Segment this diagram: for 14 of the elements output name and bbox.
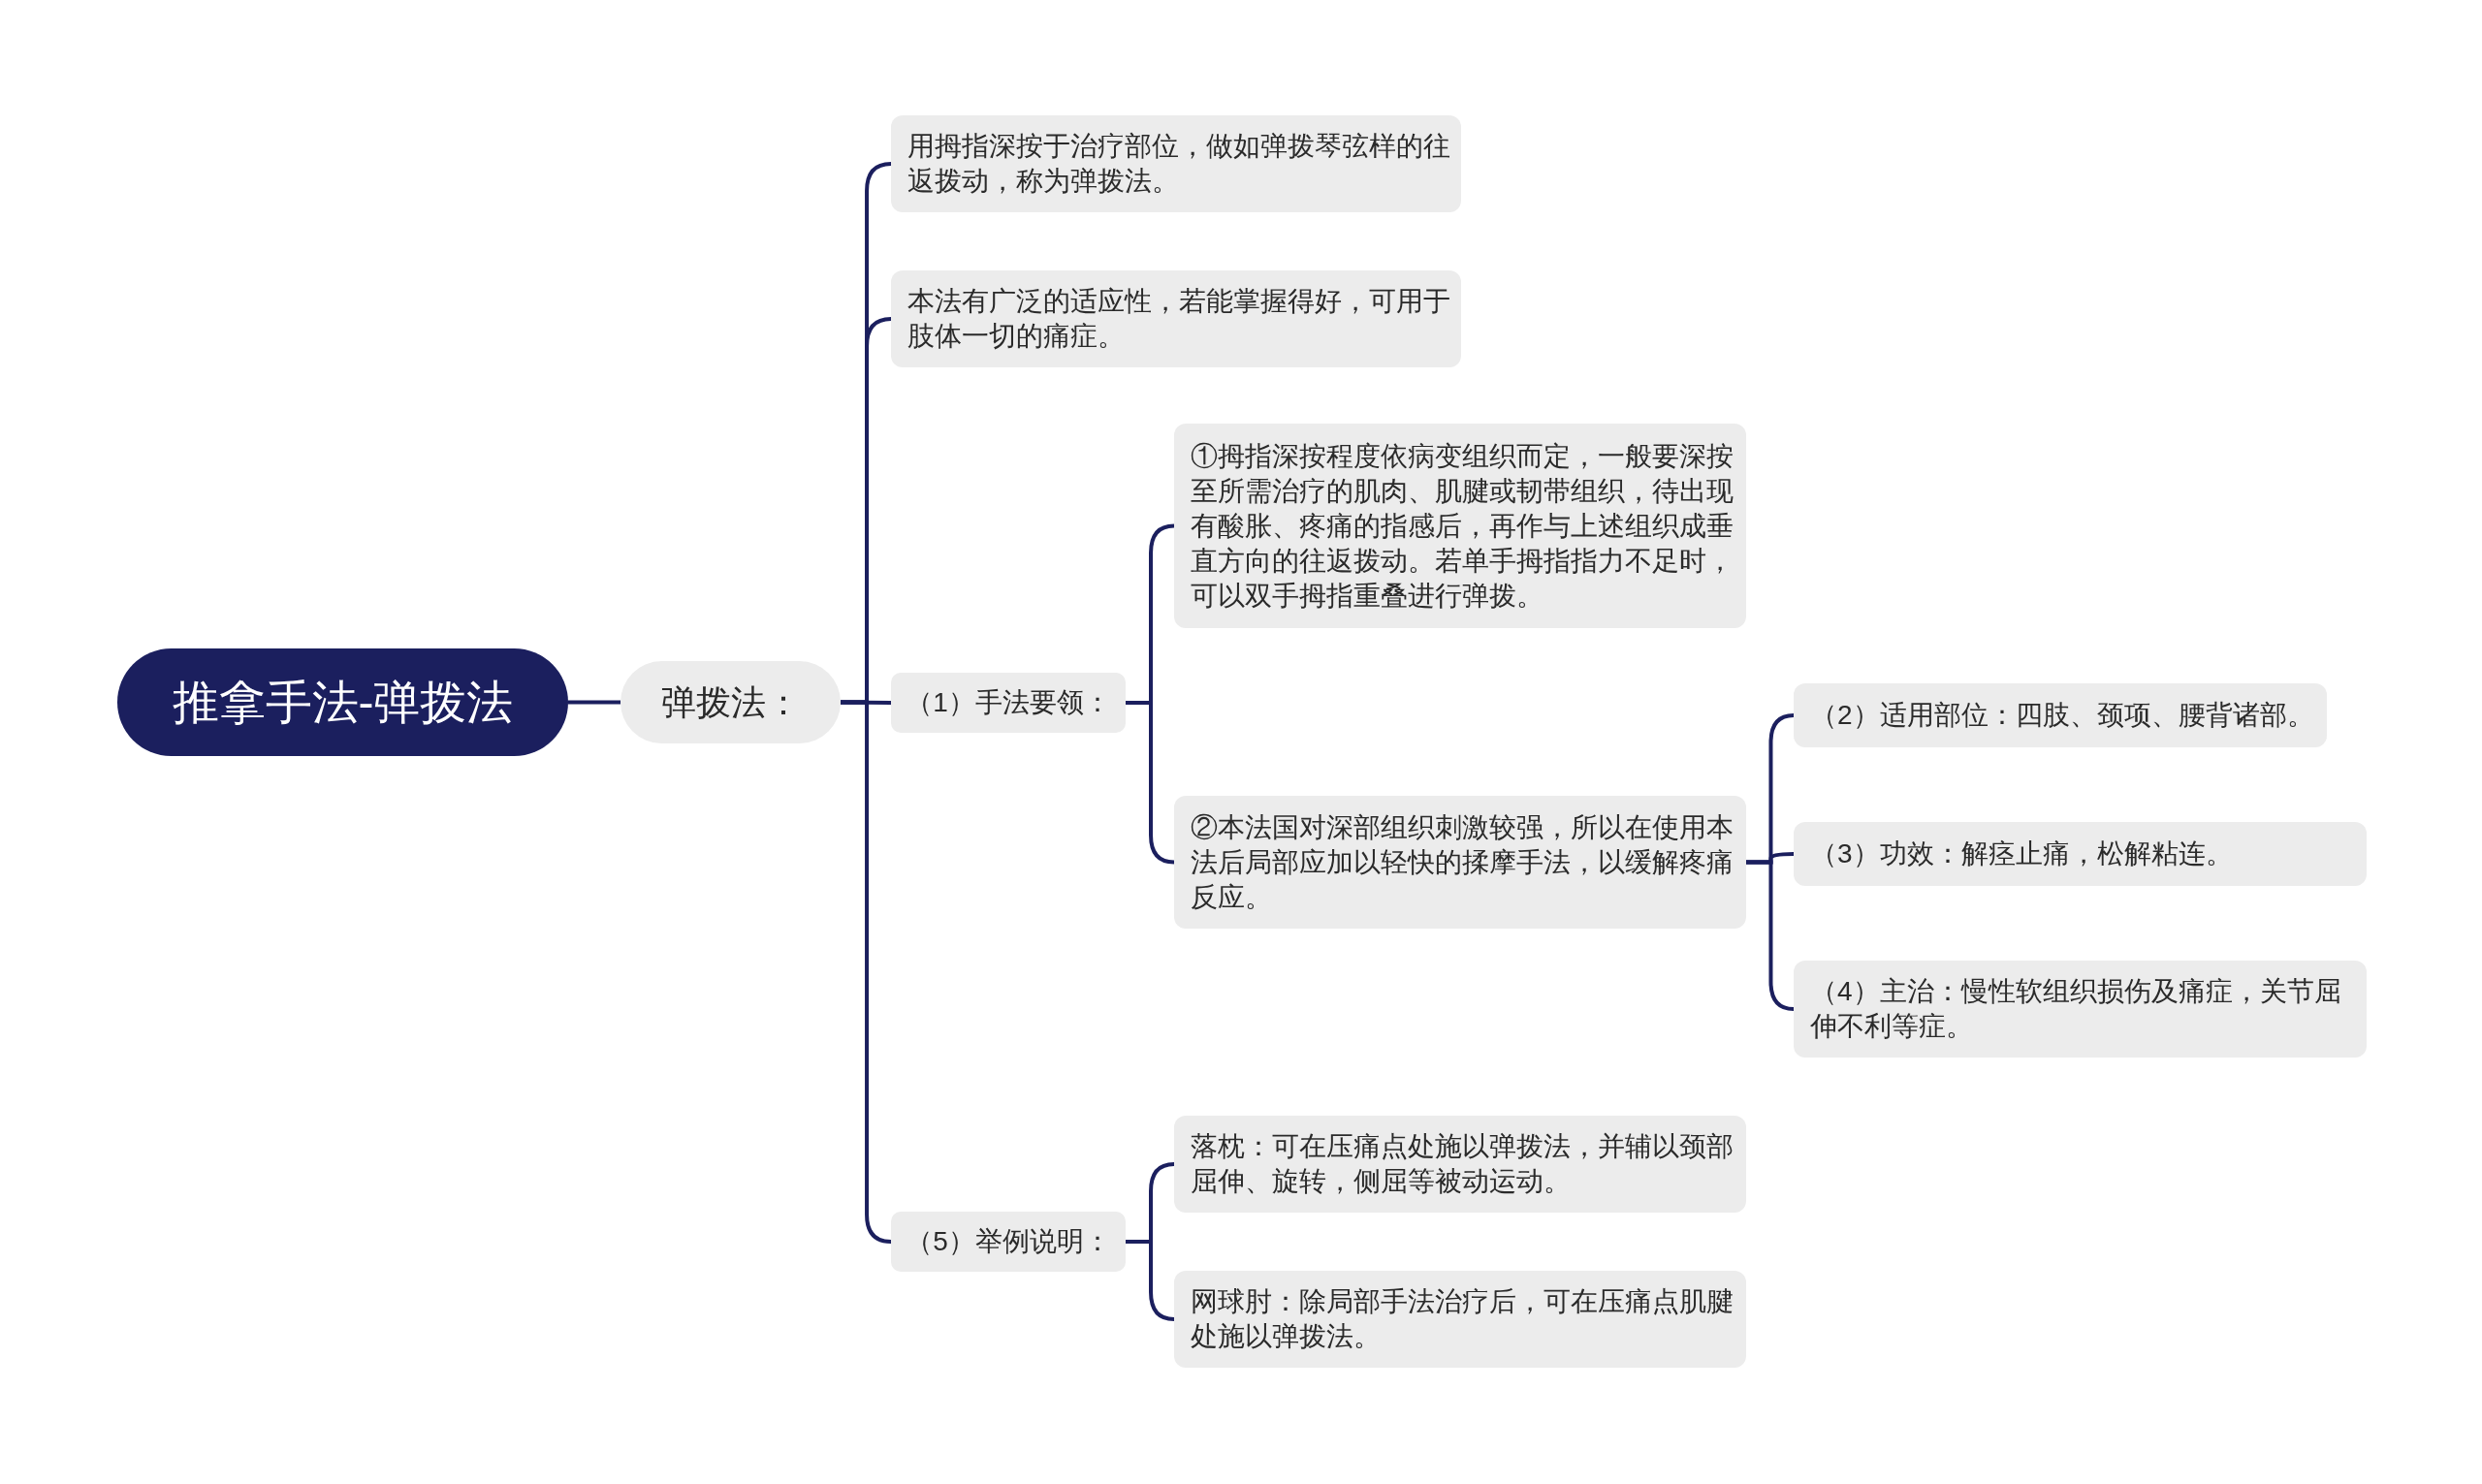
connector-line: [568, 700, 620, 705]
text-box: ①拇指深按程度依病变组织而定，一般要深按至所需治疗的肌肉、肌腱或韧带组织，待出现有酸胀、疼痛的指感后，再作与上述组织成垂直方向的往返拨动。若单手拇指指力不足时，可以双手拇指重叠进行弹拨。: [1174, 424, 1746, 628]
text-box: ②本法国对深部组织刺激较强，所以在使用本法后局部应加以轻快的揉摩手法，以缓解疼痛反应。: [1174, 796, 1746, 929]
text-box: （2）适用部位：四肢、颈项、腰背诸部。: [1794, 683, 2327, 747]
central-topic: 推拿手法-弹拨法: [117, 648, 568, 756]
topic-box: 弹拨法：: [620, 661, 841, 743]
text-box: （3）功效：解痉止痛，松解粘连。: [1794, 822, 2367, 886]
text-box: 本法有广泛的适应性，若能掌握得好，可用于肢体一切的痛症。: [891, 270, 1461, 367]
text-box: 用拇指深按于治疗部位，做如弹拨琴弦样的往返拨动，称为弹拨法。: [891, 115, 1461, 212]
topic-box: （5）举例说明：: [891, 1212, 1126, 1272]
text-box: 落枕：可在压痛点处施以弹拨法，并辅以颈部屈伸、旋转，侧屈等被动运动。: [1174, 1116, 1746, 1213]
topic-box: （1）手法要领：: [891, 673, 1126, 733]
text-box: 网球肘：除局部手法治疗后，可在压痛点肌腱处施以弹拨法。: [1174, 1271, 1746, 1368]
text-box: （4）主治：慢性软组织损伤及痛症，关节屈伸不利等症。: [1794, 961, 2367, 1058]
